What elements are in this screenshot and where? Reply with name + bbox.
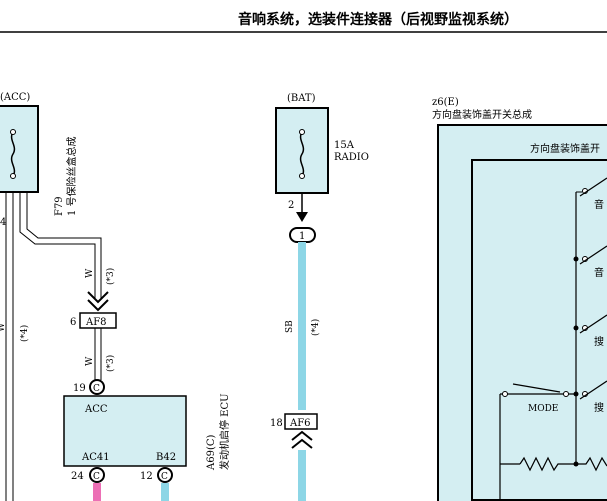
af8-name: AF8 bbox=[85, 317, 107, 328]
wire-to-af8-outer bbox=[19, 192, 96, 298]
switch-2-blade bbox=[579, 245, 607, 265]
ecu-b42-pin-letter: C bbox=[161, 472, 168, 482]
switch-3-label: 搜 bbox=[594, 335, 604, 348]
ecu-b42-label: B42 bbox=[156, 452, 176, 463]
ecu-ac41-label: AC41 bbox=[81, 452, 110, 463]
wire-light-blue-b42 bbox=[161, 483, 169, 501]
ecu-ac41-pin: 24 bbox=[71, 471, 84, 482]
ecu-b42-pin: 12 bbox=[140, 471, 153, 482]
ecu-ac41-pin-circle bbox=[89, 467, 105, 483]
resistor-2-icon bbox=[576, 456, 607, 472]
wire-to-af8-note: (*3) bbox=[105, 268, 116, 285]
ecu-b42-pin-circle bbox=[157, 467, 173, 483]
wire-sb-note: (*4) bbox=[310, 319, 321, 336]
switch-4-blade bbox=[579, 380, 607, 400]
switch-3-junction bbox=[573, 325, 579, 331]
ecu-box bbox=[63, 395, 187, 467]
fuse-right-rating: 15A bbox=[334, 140, 355, 151]
switch-4-label: 搜 bbox=[594, 401, 604, 414]
af8-connector bbox=[79, 312, 117, 329]
wire-af8-ecu-label: W bbox=[85, 356, 95, 366]
fuse-left-name: 1 号保险丝盒总成 bbox=[65, 136, 78, 216]
connector-1-label: 1 bbox=[299, 231, 305, 242]
page-title: 音响系统，选装件连接器（后视野监视系统） bbox=[238, 11, 518, 28]
switch-assy-name: 方向盘装饰盖开关总成 bbox=[432, 108, 532, 121]
mode-switch-terminal-left bbox=[502, 391, 508, 397]
fuse-right-name: RADIO bbox=[334, 152, 369, 163]
ecu-acc-label: ACC bbox=[84, 404, 108, 415]
mode-switch-terminal-right bbox=[563, 391, 569, 397]
af6-chevron-bottom bbox=[291, 438, 313, 449]
switch-1-blade bbox=[579, 177, 607, 197]
af6-name: AF6 bbox=[289, 418, 311, 429]
fuse-left-code: F79 bbox=[54, 196, 65, 216]
fuse-right-terminal-bottom bbox=[299, 173, 305, 179]
wire-sb-lower bbox=[298, 450, 306, 501]
switch-2-junction bbox=[573, 256, 579, 262]
wire-to-af8-label: W bbox=[85, 268, 95, 278]
wire-sb-label: SB bbox=[285, 320, 295, 333]
fuse-left-terminal-top bbox=[10, 129, 16, 135]
fuse-right-symbol bbox=[299, 131, 305, 177]
switch-3-blade bbox=[579, 314, 607, 334]
fuse-right-terminal-top bbox=[299, 129, 305, 135]
fuse-right-source: (BAT) bbox=[287, 93, 316, 104]
mode-switch-blade bbox=[512, 383, 561, 393]
fuse-left-symbol bbox=[10, 131, 16, 177]
fuse-right-pin: 2 bbox=[288, 200, 294, 211]
resistor-1-icon bbox=[519, 456, 576, 472]
wire-to-af8-inner bbox=[26, 192, 102, 298]
fuse-left-pin: 4 bbox=[0, 217, 6, 228]
wire-left-label: W bbox=[0, 322, 7, 332]
fuse-left-terminal-bottom bbox=[10, 173, 16, 179]
af6-pin: 18 bbox=[270, 418, 283, 429]
wire-af8-ecu-note: (*3) bbox=[105, 355, 116, 372]
af8-chevron-bottom bbox=[87, 299, 109, 312]
ecu-acc-pin-letter: C bbox=[93, 384, 100, 394]
fuse-left-source: (ACC) bbox=[0, 92, 30, 103]
wire-sb-upper bbox=[298, 242, 306, 410]
af6-chevron-top bbox=[291, 430, 313, 441]
af8-pin: 6 bbox=[70, 317, 76, 328]
mode-label: MODE bbox=[528, 404, 558, 414]
arrow-down-icon bbox=[296, 212, 308, 222]
af8-chevron-top bbox=[87, 291, 109, 304]
switch-2-label: 音 bbox=[594, 266, 604, 279]
af6-connector bbox=[284, 413, 318, 430]
ecu-name: 发动机启停 ECU bbox=[218, 393, 231, 470]
switch-assy-inner-title: 方向盘装饰盖开 bbox=[530, 142, 600, 155]
fuse-right-box bbox=[275, 107, 329, 194]
ecu-acc-pin-circle bbox=[89, 379, 105, 395]
ecu-ac41-pin-letter: C bbox=[93, 472, 100, 482]
fuse-left-box bbox=[0, 105, 39, 193]
ecu-acc-pin: 19 bbox=[73, 383, 86, 394]
ecu-code: A69(C) bbox=[206, 435, 217, 471]
switch-1-label: 音 bbox=[594, 198, 604, 211]
switch-assy-code: z6(E) bbox=[432, 97, 459, 108]
switch-4-junction bbox=[573, 391, 579, 397]
wire-pink bbox=[93, 483, 101, 501]
wire-left-note: (*4) bbox=[19, 325, 30, 342]
